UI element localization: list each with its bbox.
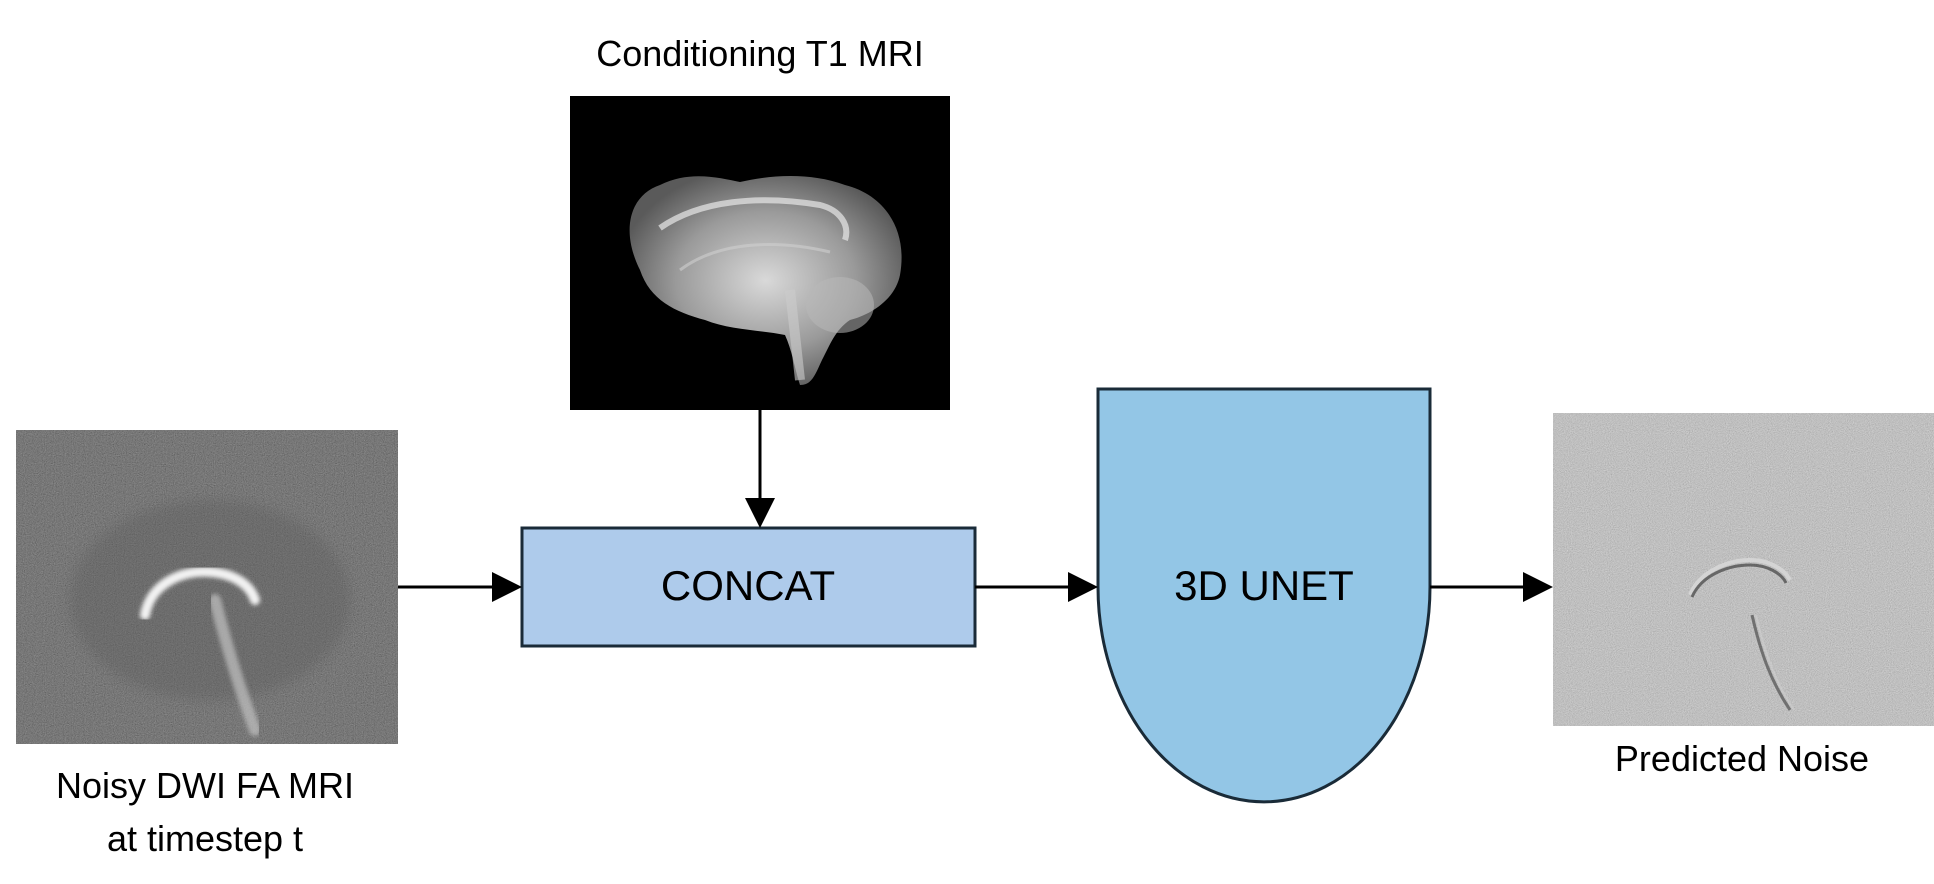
noisy-label-line1: Noisy DWI FA MRI bbox=[55, 765, 355, 806]
concat-label: CONCAT bbox=[661, 562, 835, 609]
noisy-dwi-image bbox=[16, 430, 398, 744]
t1-mri-image bbox=[570, 96, 950, 410]
noisy-label-line2: at timestep t bbox=[106, 818, 304, 859]
t1-label: Conditioning T1 MRI bbox=[596, 33, 924, 74]
predicted-label: Predicted Noise bbox=[1614, 738, 1870, 779]
predicted-noise-image bbox=[1553, 413, 1934, 726]
unet-label: 3D UNET bbox=[1174, 562, 1354, 609]
concat-block bbox=[520, 526, 977, 648]
t1-brain-shape bbox=[629, 176, 902, 385]
unet-block bbox=[1096, 387, 1432, 804]
